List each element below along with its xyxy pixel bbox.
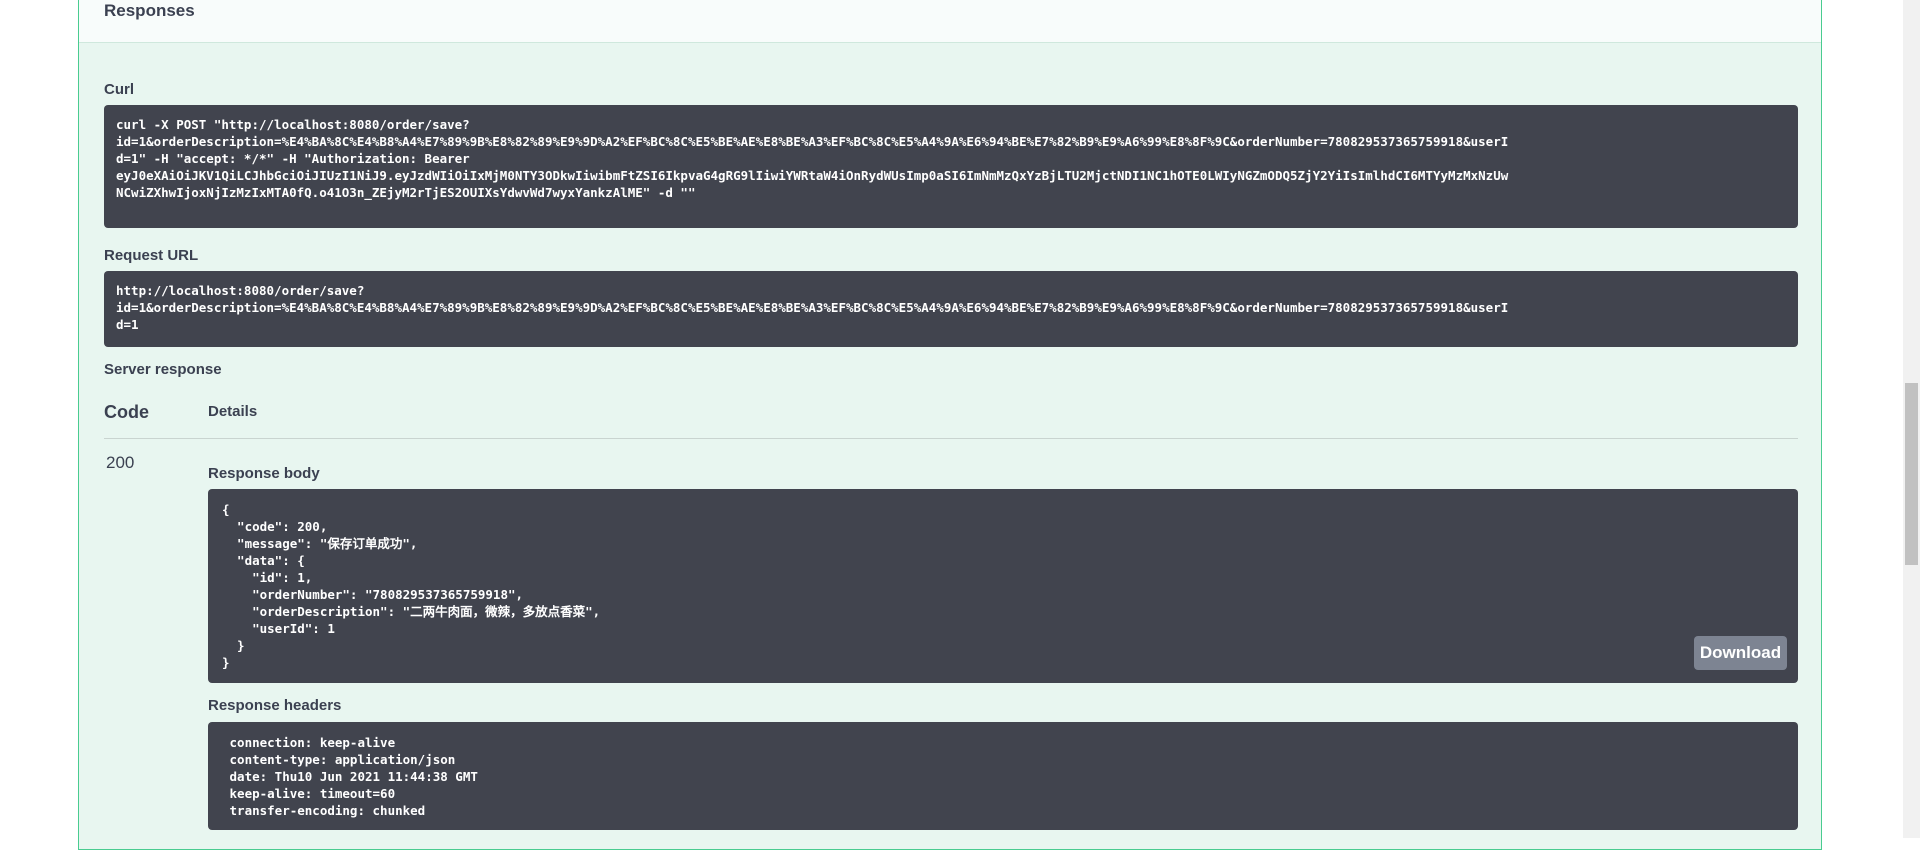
status-code: 200 bbox=[106, 453, 135, 472]
page-scrollbar-thumb[interactable] bbox=[1905, 383, 1918, 565]
response-headers-block[interactable]: connection: keep-alive content-type: app… bbox=[208, 722, 1798, 830]
code-column-header: Code bbox=[104, 402, 149, 422]
responses-title: Responses bbox=[104, 1, 195, 20]
response-headers-label: Response headers bbox=[208, 697, 342, 714]
responses-header: Responses bbox=[79, 0, 1821, 43]
response-headers-text[interactable]: connection: keep-alive content-type: app… bbox=[229, 735, 478, 818]
download-button[interactable]: Download bbox=[1694, 636, 1787, 670]
curl-code-text[interactable]: curl -X POST "http://localhost:8080/orde… bbox=[116, 117, 1509, 200]
request-url-block[interactable]: http://localhost:8080/order/save? id=1&o… bbox=[104, 271, 1798, 347]
server-response-label: Server response bbox=[104, 361, 222, 378]
response-body-text[interactable]: { "code": 200, "message": "保存订单成功", "dat… bbox=[222, 502, 601, 670]
table-divider bbox=[104, 438, 1798, 439]
request-url-text[interactable]: http://localhost:8080/order/save? id=1&o… bbox=[116, 283, 1509, 332]
response-body-block[interactable]: { "code": 200, "message": "保存订单成功", "dat… bbox=[208, 489, 1798, 683]
response-body-label: Response body bbox=[208, 465, 320, 482]
curl-code-block[interactable]: curl -X POST "http://localhost:8080/orde… bbox=[104, 105, 1798, 228]
curl-label: Curl bbox=[104, 81, 134, 98]
details-column-header: Details bbox=[208, 403, 258, 420]
request-url-label: Request URL bbox=[104, 247, 199, 264]
